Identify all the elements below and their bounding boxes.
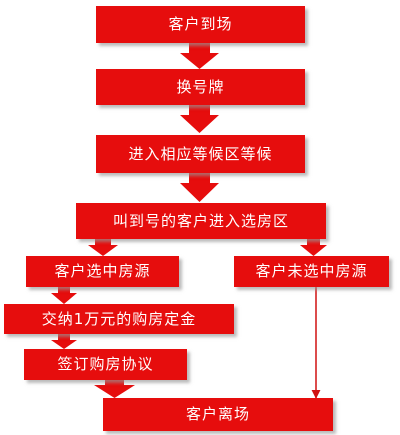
- step-wait-label: 进入相应等候区等候: [128, 144, 273, 163]
- step-sign-label: 签订购房协议: [57, 355, 154, 373]
- step-sign: 签订购房协议: [24, 349, 187, 380]
- step-selected-label: 客户选中房源: [54, 262, 151, 280]
- step-deposit-label: 交纳1万元的购房定金: [41, 309, 197, 328]
- step-called-label: 叫到号的客户进入选房区: [112, 211, 289, 230]
- step-leave: 客户离场: [103, 398, 333, 431]
- step-deposit: 交纳1万元的购房定金: [4, 304, 234, 334]
- step-number-card-label: 换号牌: [176, 77, 225, 96]
- step-wait: 进入相应等候区等候: [96, 135, 305, 173]
- arrow-deposit-sign: [51, 333, 77, 349]
- arrow-sign-leave: [94, 379, 135, 398]
- step-arrive: 客户到场: [96, 6, 305, 43]
- step-leave-label: 客户离场: [185, 405, 250, 423]
- step-not-selected-label: 客户未选中房源: [255, 262, 368, 280]
- block-arrow-3: [180, 172, 219, 202]
- step-selected: 客户选中房源: [26, 256, 179, 287]
- step-called: 叫到号的客户进入选房区: [76, 203, 326, 239]
- branch-arrow-right: [300, 238, 327, 256]
- step-arrive-label: 客户到场: [168, 15, 233, 33]
- block-arrow-1: [180, 42, 219, 69]
- step-number-card: 换号牌: [96, 69, 305, 105]
- branch-arrow-left: [88, 238, 118, 256]
- arrow-selected-deposit: [51, 286, 77, 304]
- block-arrow-2: [180, 104, 219, 133]
- step-not-selected: 客户未选中房源: [234, 256, 389, 287]
